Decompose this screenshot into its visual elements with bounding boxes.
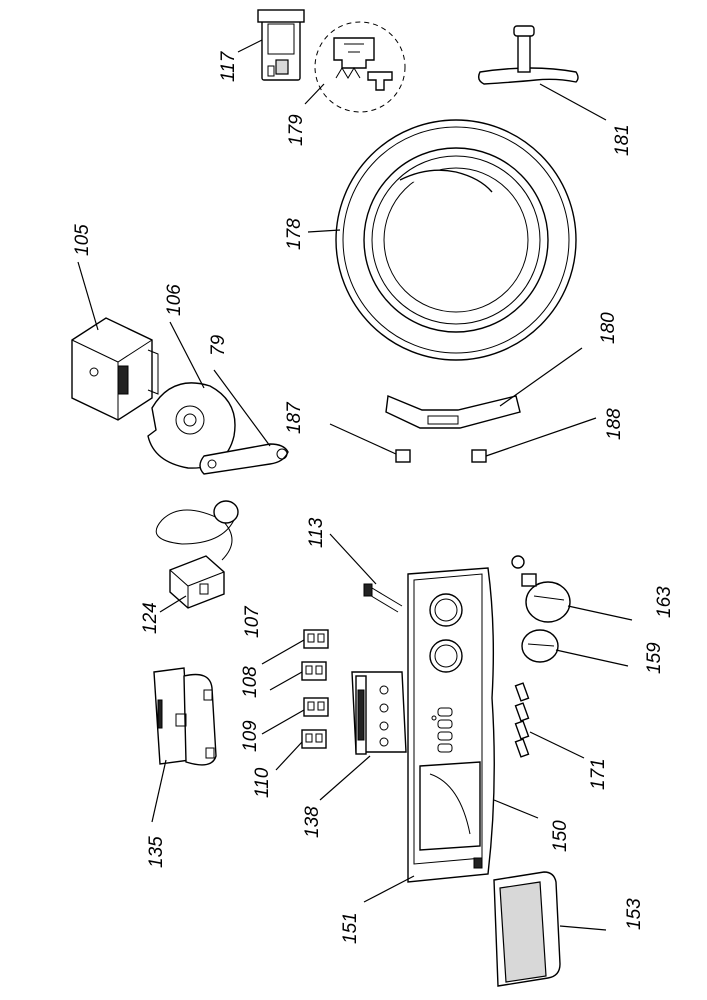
label-110: 110 <box>252 767 273 798</box>
label-117: 117 <box>218 50 239 82</box>
label-150: 150 <box>550 820 571 852</box>
label-181: 181 <box>612 124 633 156</box>
part-178-door-frame <box>307 119 577 361</box>
label-153: 153 <box>624 898 645 930</box>
label-138: 138 <box>302 806 323 838</box>
part-135-board <box>151 667 217 823</box>
part-188-clip <box>471 417 597 463</box>
label-108: 108 <box>240 666 261 698</box>
part-79-lever <box>199 369 289 475</box>
part-153-detergent-drawer <box>493 871 607 987</box>
label-107: 107 <box>242 605 263 638</box>
label-151: 151 <box>340 912 361 944</box>
part-159-knob <box>521 629 629 667</box>
label-187: 187 <box>284 401 305 434</box>
label-171: 171 <box>588 758 609 790</box>
part-187-clip <box>329 423 411 463</box>
label-113: 113 <box>306 517 327 548</box>
part-110-switch <box>275 729 327 771</box>
part-163-knob <box>511 555 633 623</box>
label-180: 180 <box>598 312 619 344</box>
part-107-switch <box>261 629 329 665</box>
label-163: 163 <box>654 586 675 618</box>
label-179: 179 <box>286 114 307 146</box>
part-171-push-buttons <box>514 682 585 759</box>
label-188: 188 <box>604 408 625 440</box>
label-79: 79 <box>208 334 229 356</box>
part-151-panel-frame <box>363 875 415 903</box>
label-105: 105 <box>72 224 93 256</box>
part-150-control-panel <box>407 567 539 883</box>
label-124: 124 <box>140 602 161 634</box>
part-105-motor <box>71 261 159 421</box>
part-113-cable <box>329 533 403 613</box>
part-180-hinge <box>385 347 583 429</box>
label-178: 178 <box>284 218 305 250</box>
part-181-door-handle <box>477 25 607 121</box>
part-124-pressure-switch <box>155 500 239 613</box>
label-159: 159 <box>644 642 665 674</box>
part-117-door-lock <box>237 9 305 81</box>
part-108-switch <box>269 661 327 691</box>
part-179-lock-detail <box>304 21 406 113</box>
part-106-cam-disc <box>147 321 236 469</box>
label-135: 135 <box>146 836 167 868</box>
label-106: 106 <box>164 284 185 316</box>
part-109-switch <box>261 697 329 735</box>
part-138-module <box>319 671 407 801</box>
label-109: 109 <box>240 720 261 752</box>
